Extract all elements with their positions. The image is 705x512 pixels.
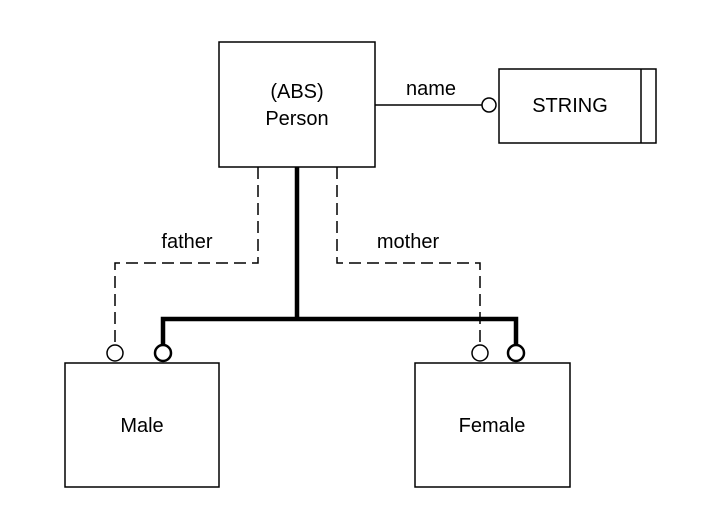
subtype-male-marker	[153, 343, 173, 363]
relationship-name-optional-marker	[481, 97, 497, 113]
entity-person: (ABS) Person	[218, 41, 376, 168]
relationship-mother-label: mother	[377, 231, 440, 253]
relationship-mother: mother	[336, 167, 489, 362]
relationship-mother-optional-marker	[471, 344, 489, 362]
entity-male-label: Male	[120, 415, 163, 437]
relationship-father: father	[106, 167, 259, 362]
relationship-mother-line	[336, 167, 481, 345]
entity-male-box	[64, 362, 220, 488]
entity-female: Female	[414, 362, 571, 488]
entity-female-box	[414, 362, 571, 488]
entity-string: STRING	[498, 68, 657, 144]
relationship-father-line	[114, 167, 259, 345]
entity-string-box	[498, 68, 657, 144]
entity-string-label: STRING	[532, 95, 608, 117]
subtype-branch	[160, 316, 519, 345]
relationship-father-label: father	[161, 231, 212, 253]
subtype-female-marker	[506, 343, 526, 363]
entity-person-box	[218, 41, 376, 168]
entity-person-abs-label: (ABS)	[270, 81, 323, 103]
relationship-name: name	[375, 78, 497, 113]
entity-female-label: Female	[459, 415, 526, 437]
entity-male: Male	[64, 362, 220, 488]
relationship-father-optional-marker	[106, 344, 124, 362]
relationship-name-label: name	[406, 78, 456, 100]
subtype-connector	[153, 167, 526, 363]
entity-person-label: Person	[265, 108, 328, 130]
